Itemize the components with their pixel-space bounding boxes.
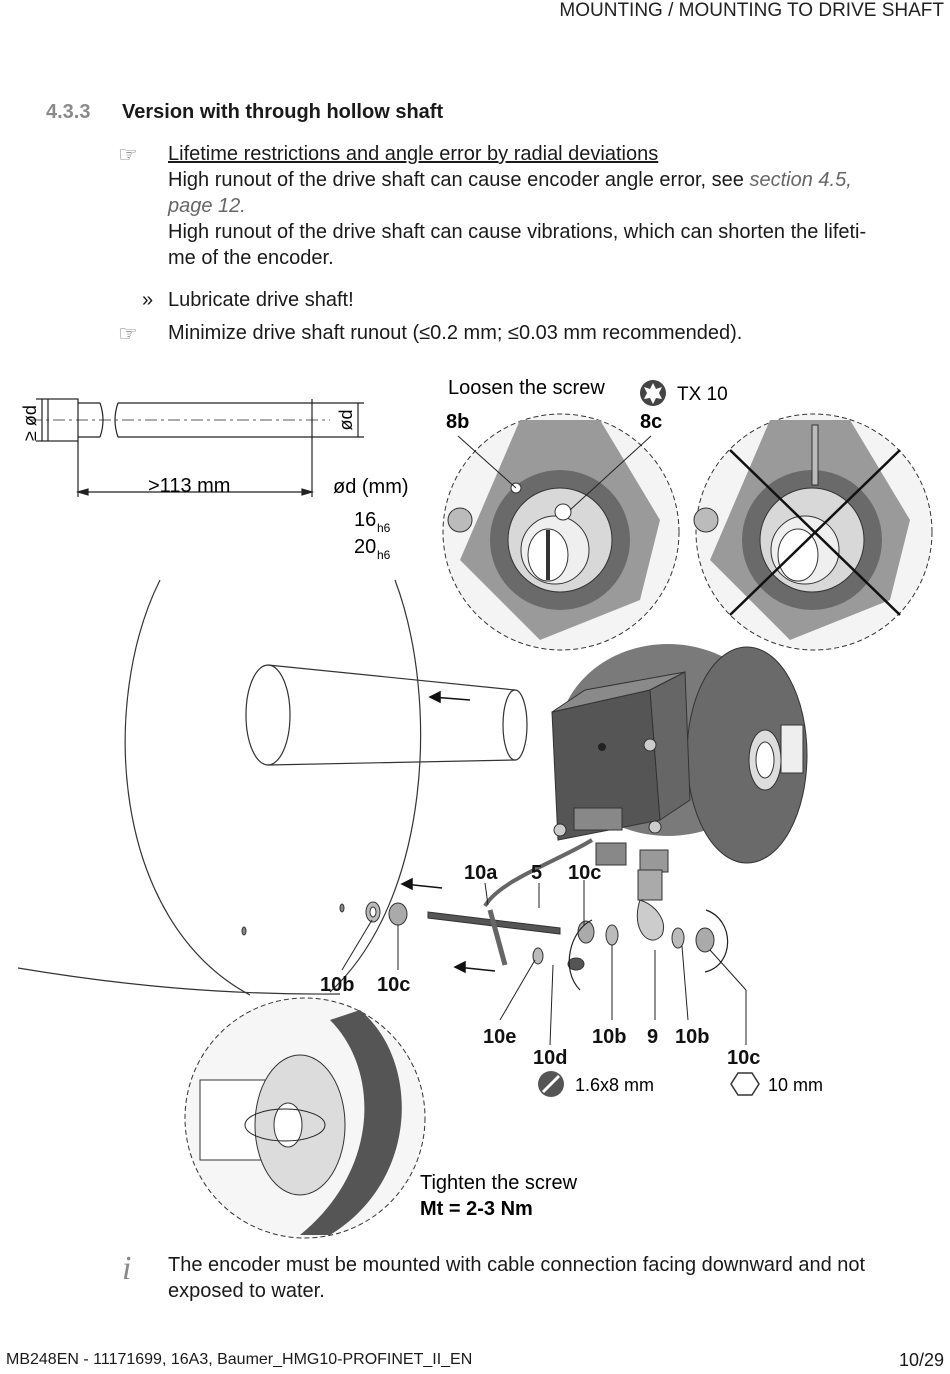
info-icon: i <box>122 1250 132 1287</box>
step-text: Lubricate drive shaft! <box>168 289 354 311</box>
machine-face <box>17 579 528 996</box>
label-10b-right: 10b <box>675 1026 709 1048</box>
label-10e: 10e <box>483 1026 516 1048</box>
footer-page-number: 10/29 <box>898 1350 944 1370</box>
tolerance-20: h6 <box>377 548 391 562</box>
label-10b-left: 10b <box>320 974 354 996</box>
loosen-screw-label: Loosen the screw <box>448 377 605 399</box>
note-1-body: High runout of the drive shaft can cause… <box>168 169 852 191</box>
page-header: MOUNTING / MOUNTING TO DRIVE SHAFT <box>559 0 944 21</box>
note-1-line2: High runout of the drive shaft can cause… <box>168 221 867 243</box>
label-10b-mid: 10b <box>592 1026 626 1048</box>
rotation-arrows <box>568 909 729 991</box>
label-10a: 10a <box>464 862 498 884</box>
note-1-line3: me of the encoder. <box>168 247 334 269</box>
note-1-heading: Lifetime restrictions and angle error by… <box>168 143 659 165</box>
direction-arrows <box>400 690 496 974</box>
min-diameter-label: ≥ ød <box>20 405 40 441</box>
info-note: The encoder must be mounted with cable c… <box>168 1252 938 1304</box>
label-9: 9 <box>647 1026 658 1048</box>
wrench-size: 10 mm <box>768 1075 823 1095</box>
label-10c-left: 10c <box>377 974 410 996</box>
footer-document-id: MB248EN - 11171699, 16A3, Baumer_HMG10-P… <box>6 1351 473 1368</box>
mounting-illustration: ≥ ød ød >113 mm ød (mm) 16 h6 20 h6 Loos… <box>17 377 933 1239</box>
tolerance-16: h6 <box>377 521 391 535</box>
torx-icon <box>640 380 666 406</box>
step-marker: » <box>142 289 154 311</box>
pointing-hand-icon: ☞ <box>118 142 138 167</box>
label-10d: 10d <box>533 1047 567 1069</box>
pointing-hand-icon: ☞ <box>118 321 138 346</box>
info-line-1: The encoder must be mounted with cable c… <box>168 1254 866 1276</box>
info-line-2: exposed to water. <box>168 1280 325 1302</box>
diameter-label: ød <box>336 409 356 430</box>
note-2: Minimize drive shaft runout (≤0.2 mm; ≤0… <box>168 322 743 344</box>
label-10c-right: 10c <box>727 1047 760 1069</box>
section-number: 4.3.3 <box>46 101 91 123</box>
shaft-dimension-drawing <box>30 398 364 497</box>
torque-label: Mt = 2-3 Nm <box>420 1198 533 1220</box>
note-1: Lifetime restrictions and angle error by… <box>168 141 928 271</box>
hex-wrench-icon <box>730 1072 760 1096</box>
page-link[interactable]: page 12. <box>168 195 246 217</box>
slotted-screwdriver-icon <box>538 1071 564 1097</box>
label-8c: 8c <box>640 411 662 433</box>
diameter-20: 20 <box>354 536 376 558</box>
diameter-16: 16 <box>354 509 376 531</box>
mounting-hardware <box>241 838 715 971</box>
shaft-length-label: >113 mm <box>148 475 230 497</box>
label-5: 5 <box>531 862 542 884</box>
label-10c-top: 10c <box>568 862 601 884</box>
detail-circle-tighten <box>184 997 426 1239</box>
section-title: Version with through hollow shaft <box>122 101 444 123</box>
encoder-body <box>551 644 808 901</box>
torx-size-label: TX 10 <box>677 384 728 405</box>
leader-lines <box>341 880 747 1046</box>
detail-circle-wrong <box>693 413 933 651</box>
detail-circle-loosen <box>442 413 680 651</box>
screwdriver-size: 1.6x8 mm <box>575 1075 654 1095</box>
tighten-screw-label: Tighten the screw <box>420 1172 578 1194</box>
label-8b: 8b <box>446 411 469 433</box>
section-link[interactable]: section 4.5, <box>749 169 852 191</box>
diameter-unit-label: ød (mm) <box>333 476 409 498</box>
